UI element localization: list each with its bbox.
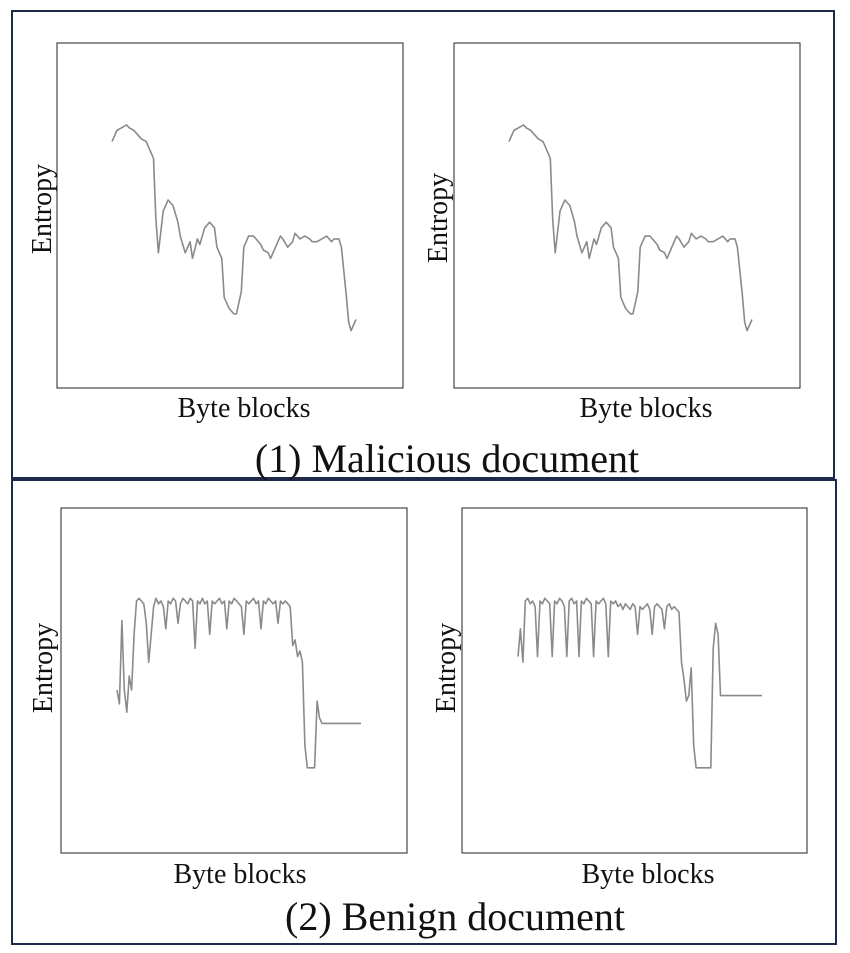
- entropy-series-line: [508, 124, 753, 332]
- plot-frame: [461, 507, 808, 854]
- plot-frame: [60, 507, 408, 854]
- benign-caption: (2) Benign document: [285, 894, 625, 939]
- malicious-caption: (1) Malicious document: [255, 436, 639, 481]
- plot-benign-a: Byte blocks Entropy: [28, 507, 408, 890]
- plot-malicious-b: Byte blocks Entropy: [423, 42, 801, 424]
- y-axis-label: Entropy: [27, 164, 58, 254]
- plot-frame: [453, 42, 801, 389]
- x-axis-label: Byte blocks: [174, 859, 307, 890]
- y-axis-label: Entropy: [423, 173, 454, 263]
- entropy-series-line: [517, 597, 762, 769]
- x-axis-label: Byte blocks: [582, 859, 715, 890]
- entropy-series-line: [116, 597, 361, 769]
- y-axis-label: Entropy: [28, 623, 59, 713]
- x-axis-label: Byte blocks: [178, 393, 311, 424]
- plot-benign-b: Byte blocks Entropy: [431, 507, 808, 890]
- x-axis-label: Byte blocks: [580, 393, 713, 424]
- benign-group-panel: [11, 479, 837, 945]
- malicious-group-panel: [11, 10, 835, 479]
- entropy-series-line: [111, 124, 357, 332]
- plot-frame: [56, 42, 404, 389]
- plot-malicious-a: Byte blocks Entropy: [27, 42, 404, 424]
- y-axis-label: Entropy: [431, 623, 462, 713]
